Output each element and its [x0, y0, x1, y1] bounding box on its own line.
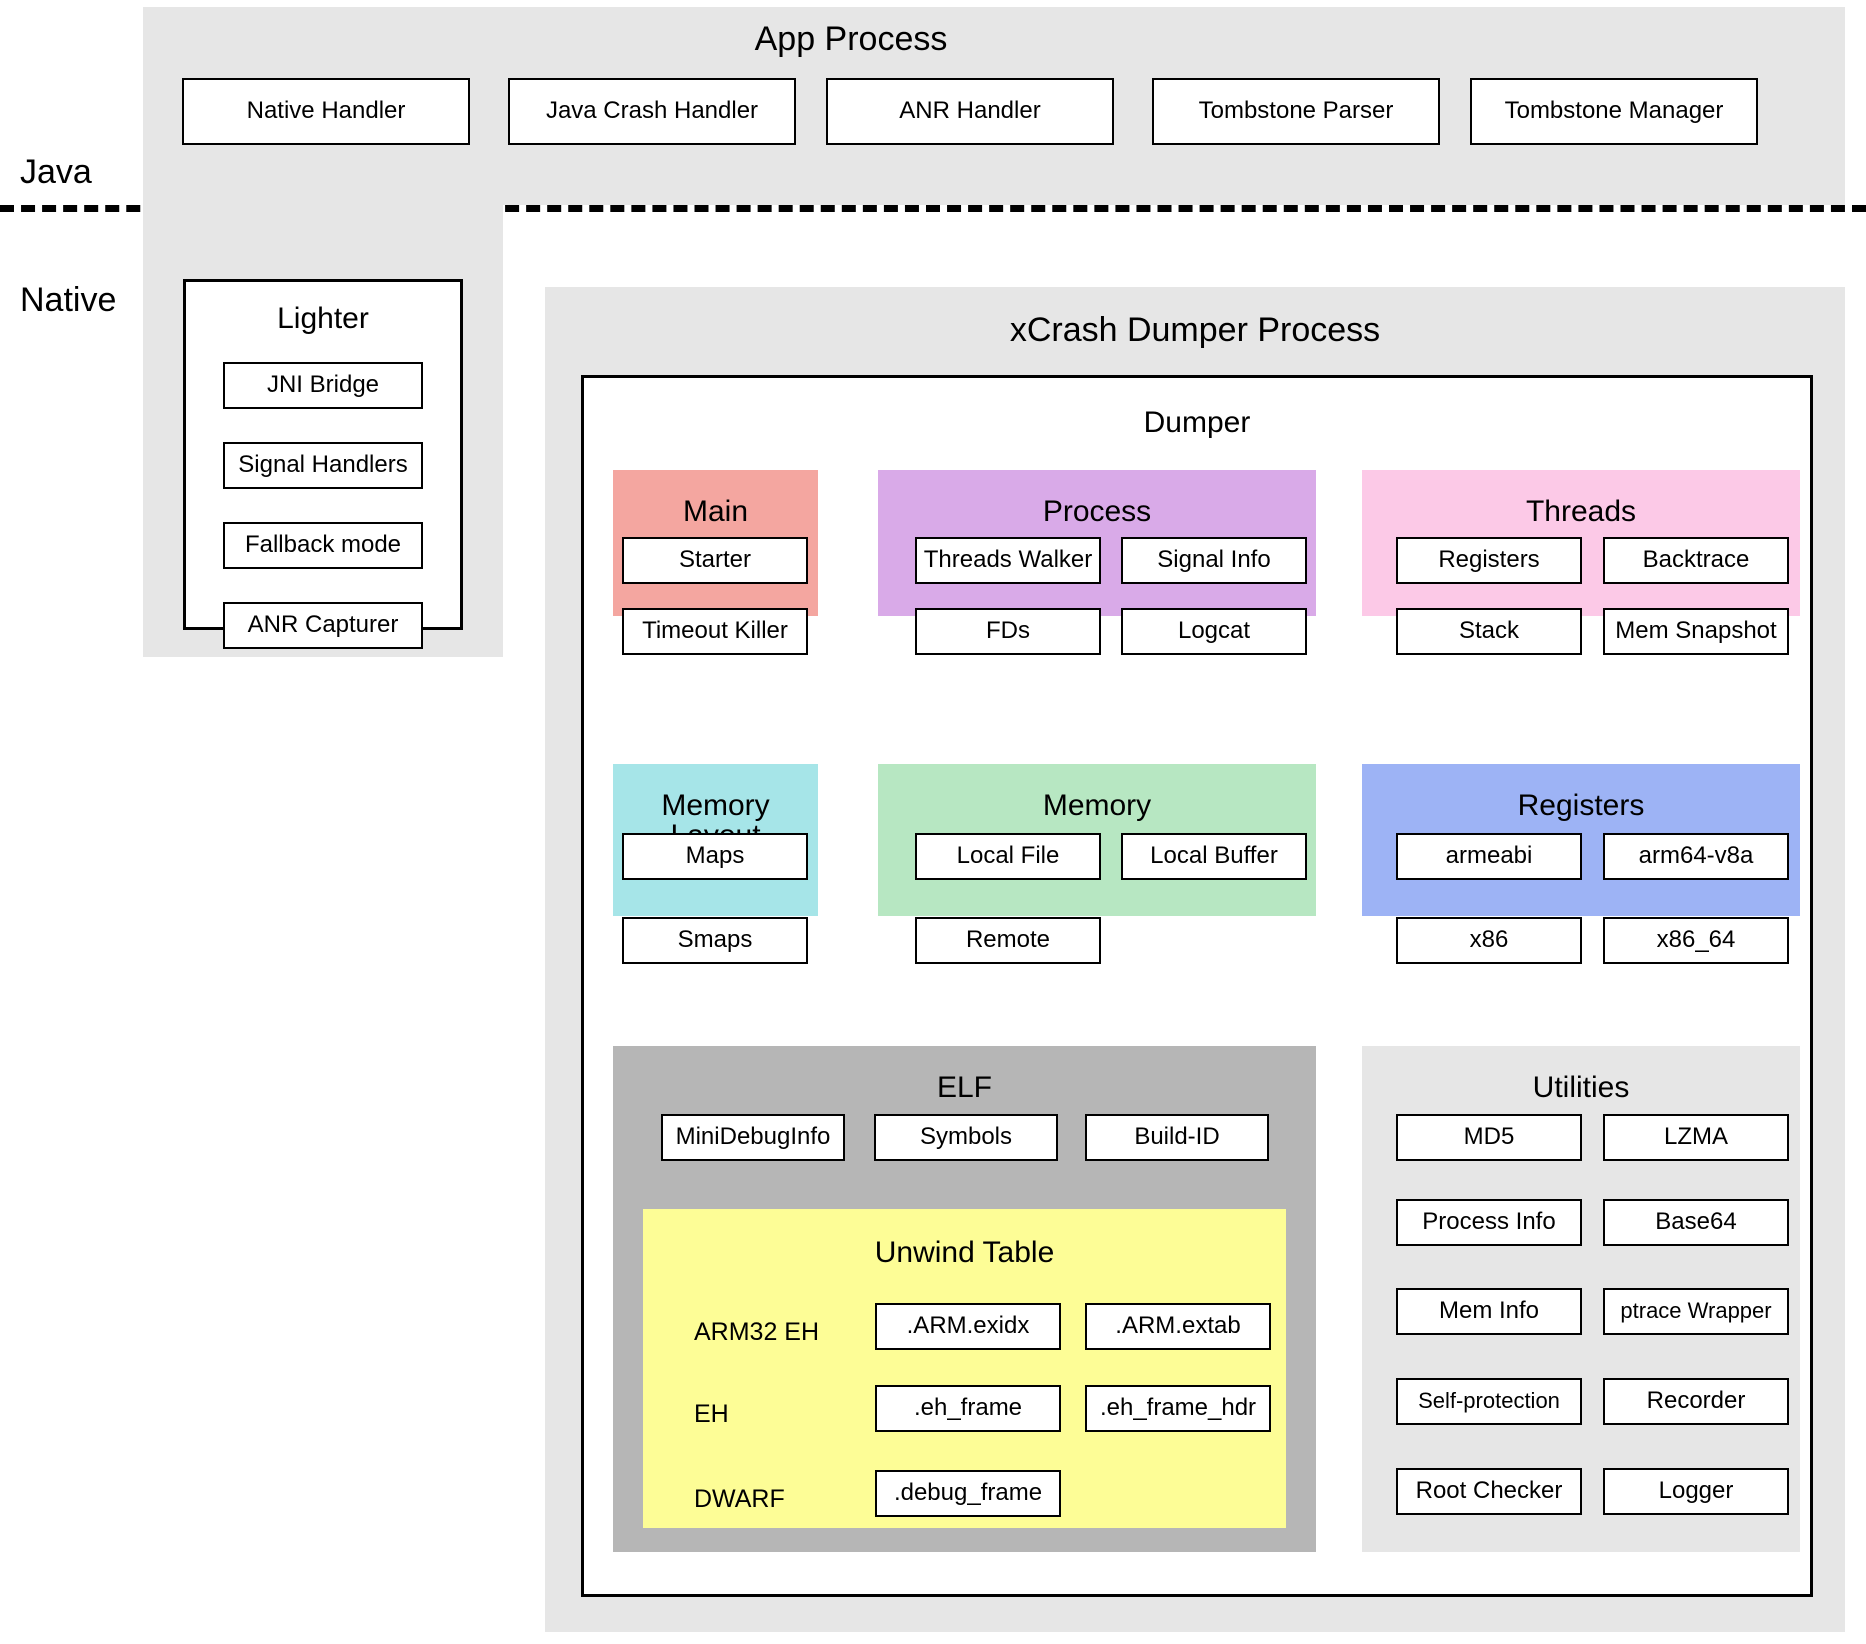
app-box-tombstone-manager[interactable]: Tombstone Manager [1470, 78, 1758, 145]
unwind-item-arm-exidx[interactable]: .ARM.exidx [875, 1303, 1061, 1350]
xcrash-dumper-process-title: xCrash Dumper Process [1009, 311, 1381, 349]
memory-layout-item-maps[interactable]: Maps [622, 833, 808, 880]
utilities-item-lzma[interactable]: LZMA [1603, 1114, 1789, 1161]
registers-item-x86[interactable]: x86 [1396, 917, 1582, 964]
app-box-native-handler[interactable]: Native Handler [182, 78, 470, 145]
java-native-divider [0, 205, 1866, 212]
group-registers-title: Registers [1517, 789, 1645, 822]
threads-item-stack[interactable]: Stack [1396, 608, 1582, 655]
layer-label-native: Native [20, 281, 117, 319]
lighter-item-signal-handlers[interactable]: Signal Handlers [223, 442, 423, 489]
utilities-item-root-checker[interactable]: Root Checker [1396, 1468, 1582, 1515]
unwind-row-label-eh: EH [694, 1400, 729, 1428]
group-unwind-table-title: Unwind Table [874, 1236, 1055, 1269]
process-item-signal-info[interactable]: Signal Info [1121, 537, 1307, 584]
utilities-item-mem-info[interactable]: Mem Info [1396, 1288, 1582, 1335]
main-item-starter[interactable]: Starter [622, 537, 808, 584]
utilities-item-base64[interactable]: Base64 [1603, 1199, 1789, 1246]
process-item-logcat[interactable]: Logcat [1121, 608, 1307, 655]
memory-item-local-file[interactable]: Local File [915, 833, 1101, 880]
dumper-title: Dumper [1143, 406, 1251, 439]
group-memory-title: Memory [1042, 789, 1152, 822]
unwind-row-label-dwarf: DWARF [694, 1485, 785, 1513]
threads-item-mem-snapshot[interactable]: Mem Snapshot [1603, 608, 1789, 655]
group-main-title: Main [682, 495, 749, 528]
threads-item-backtrace[interactable]: Backtrace [1603, 537, 1789, 584]
unwind-item-eh-frame-hdr[interactable]: .eh_frame_hdr [1085, 1385, 1271, 1432]
utilities-item-recorder[interactable]: Recorder [1603, 1378, 1789, 1425]
elf-item-minidebuginfo[interactable]: MiniDebugInfo [661, 1114, 845, 1161]
lighter-item-jni-bridge[interactable]: JNI Bridge [223, 362, 423, 409]
process-item-threads-walker[interactable]: Threads Walker [915, 537, 1101, 584]
group-process-title: Process [1042, 495, 1152, 528]
utilities-item-self-protection[interactable]: Self-protection [1396, 1378, 1582, 1425]
app-box-anr-handler[interactable]: ANR Handler [826, 78, 1114, 145]
lighter-item-anr-capturer[interactable]: ANR Capturer [223, 602, 423, 649]
lighter-item-fallback-mode[interactable]: Fallback mode [223, 522, 423, 569]
memory-item-remote[interactable]: Remote [915, 917, 1101, 964]
utilities-item-logger[interactable]: Logger [1603, 1468, 1789, 1515]
app-process-title: App Process [754, 20, 948, 58]
process-item-fds[interactable]: FDs [915, 608, 1101, 655]
registers-item-x86-64[interactable]: x86_64 [1603, 917, 1789, 964]
layer-label-java: Java [20, 153, 92, 191]
unwind-item-eh-frame[interactable]: .eh_frame [875, 1385, 1061, 1432]
app-box-java-crash-handler[interactable]: Java Crash Handler [508, 78, 796, 145]
registers-item-armeabi[interactable]: armeabi [1396, 833, 1582, 880]
group-elf-title: ELF [936, 1071, 993, 1104]
group-threads-title: Threads [1525, 495, 1637, 528]
elf-item-symbols[interactable]: Symbols [874, 1114, 1058, 1161]
unwind-item-arm-extab[interactable]: .ARM.extab [1085, 1303, 1271, 1350]
app-box-tombstone-parser[interactable]: Tombstone Parser [1152, 78, 1440, 145]
memory-layout-item-smaps[interactable]: Smaps [622, 917, 808, 964]
utilities-item-process-info[interactable]: Process Info [1396, 1199, 1582, 1246]
unwind-item-debug-frame[interactable]: .debug_frame [875, 1470, 1061, 1517]
unwind-row-label-arm32-eh: ARM32 EH [694, 1318, 820, 1346]
threads-item-registers[interactable]: Registers [1396, 537, 1582, 584]
utilities-item-md5[interactable]: MD5 [1396, 1114, 1582, 1161]
main-item-timeout-killer[interactable]: Timeout Killer [622, 608, 808, 655]
registers-item-arm64-v8a[interactable]: arm64-v8a [1603, 833, 1789, 880]
elf-item-build-id[interactable]: Build-ID [1085, 1114, 1269, 1161]
group-utilities-title: Utilities [1532, 1071, 1630, 1104]
memory-item-local-buffer[interactable]: Local Buffer [1121, 833, 1307, 880]
lighter-title: Lighter [277, 302, 369, 335]
utilities-item-ptrace-wrapper[interactable]: ptrace Wrapper [1603, 1288, 1789, 1335]
